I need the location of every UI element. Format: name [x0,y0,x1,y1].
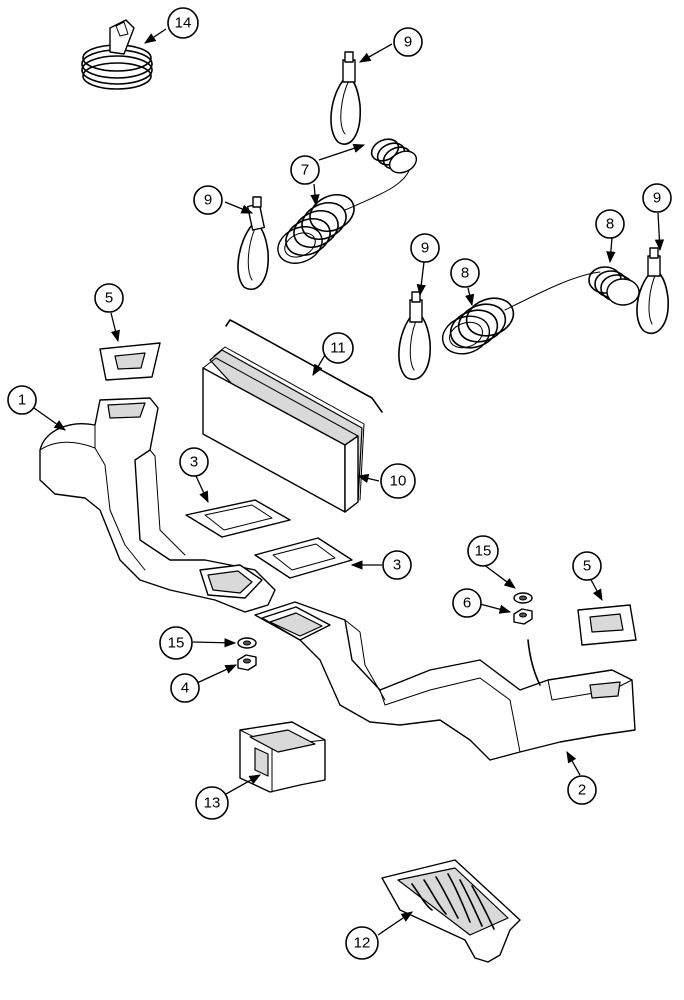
coiled-strap-part [81,19,153,90]
callout-4: 4 [170,673,200,703]
svg-text:9: 9 [421,240,429,257]
svg-text:5: 5 [105,290,113,307]
callout-1: 1 [7,385,37,415]
louvre-vent [381,859,521,963]
washer-left [237,637,257,649]
svg-text:2: 2 [578,782,586,799]
left-air-duct [39,397,276,613]
defrost-hose-right [441,266,640,355]
nut-right [513,608,533,625]
leader-lines [33,28,665,936]
callout-8-right: 8 [595,209,625,239]
callout-9-right: 9 [642,183,672,213]
callout-14: 14 [167,7,199,39]
callout-9-left: 9 [193,185,223,215]
gasket-left [99,342,161,381]
gasket-right [577,604,637,646]
hose-clamp-right [636,247,669,334]
svg-text:3: 3 [393,557,401,574]
callout-9-middle: 9 [410,233,440,263]
svg-text:14: 14 [175,15,192,32]
defrost-hose-left [277,138,418,264]
svg-text:8: 8 [606,216,614,233]
svg-text:13: 13 [204,795,221,812]
svg-text:1: 1 [18,392,26,409]
svg-text:11: 11 [330,340,346,357]
callout-15-right: 15 [467,535,499,567]
callout-15-left: 15 [159,626,193,660]
svg-text:9: 9 [404,34,412,51]
callout-2: 2 [567,775,597,805]
svg-text:9: 9 [653,190,661,207]
hose-clamp-left [237,196,269,290]
hose-clamp-middle [398,291,431,380]
callout-12: 12 [345,926,379,960]
air-filter [202,346,365,513]
svg-text:12: 12 [354,935,371,952]
svg-text:15: 15 [168,635,185,652]
callout-6: 6 [452,588,482,618]
callout-10: 10 [380,463,416,499]
callout-5-right: 5 [572,551,602,581]
svg-text:6: 6 [463,595,471,612]
callout-3-upper: 3 [179,447,209,477]
svg-text:3: 3 [190,454,198,471]
frame-gasket-lower [254,537,353,579]
svg-text:10: 10 [390,473,407,490]
frame-gasket-upper [185,499,291,538]
callout-3-lower: 3 [382,550,412,580]
callout-11: 11 [322,332,354,364]
svg-text:15: 15 [475,543,492,560]
nut-left [237,654,257,671]
svg-text:5: 5 [583,558,591,575]
right-air-duct [254,601,636,761]
svg-text:8: 8 [461,265,469,282]
callout-13: 13 [195,786,229,820]
callout-8-left: 8 [450,258,480,288]
svg-text:9: 9 [204,192,212,209]
retaining-rod [225,319,383,413]
callout-7: 7 [290,155,320,185]
hose-clamp-top [330,51,361,145]
svg-text:4: 4 [181,680,189,697]
callout-9-top: 9 [393,27,423,57]
callout-5-left: 5 [94,283,124,313]
vent-frame [239,721,326,793]
svg-text:7: 7 [301,162,309,179]
washer-right [513,592,533,604]
